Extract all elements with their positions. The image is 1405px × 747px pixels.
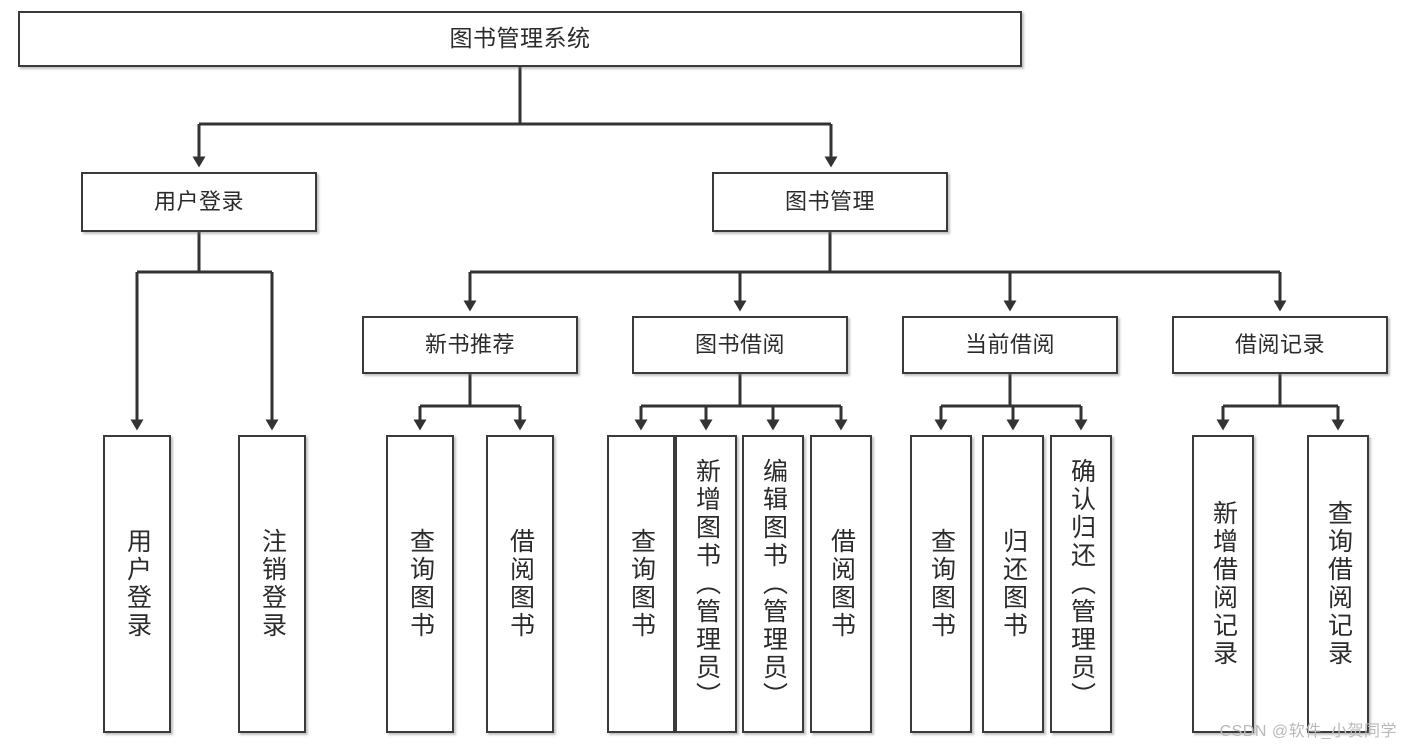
node-leaf-confirm-return-label: 确认归还（管理员）	[1067, 458, 1096, 710]
csdn-watermark: CSDN @软件_小贺同学	[1219, 723, 1397, 740]
node-leaf-add-book-label: 新增图书（管理员）	[692, 458, 721, 710]
node-leaf-confirm-return[interactable]: 确认归还（管理员）	[1050, 435, 1112, 733]
node-root-label: 图书管理系统	[449, 25, 591, 52]
node-current-borrow[interactable]: 当前借阅	[902, 316, 1118, 374]
node-leaf-borrow-book-2[interactable]: 借阅图书	[810, 435, 872, 733]
node-leaf-add-record[interactable]: 新增借阅记录	[1192, 435, 1254, 733]
node-new-book-recommend[interactable]: 新书推荐	[362, 316, 578, 374]
node-leaf-return-book[interactable]: 归还图书	[982, 435, 1044, 733]
node-leaf-return-book-label: 归还图书	[999, 528, 1028, 640]
node-leaf-borrow-book-2-label: 借阅图书	[827, 528, 856, 640]
node-leaf-user-logout-label: 注销登录	[258, 528, 287, 640]
node-leaf-add-record-label: 新增借阅记录	[1209, 500, 1238, 668]
node-leaf-borrow-book-1-label: 借阅图书	[506, 528, 535, 640]
node-user-login-label: 用户登录	[153, 189, 244, 215]
node-leaf-user-logout[interactable]: 注销登录	[238, 435, 306, 733]
node-leaf-query-book-1-label: 查询图书	[406, 528, 435, 640]
node-leaf-query-book-3-label: 查询图书	[927, 528, 956, 640]
node-book-manage-label: 图书管理	[784, 189, 875, 215]
node-leaf-query-record-label: 查询借阅记录	[1324, 500, 1353, 668]
node-leaf-edit-book-label: 编辑图书（管理员）	[759, 458, 788, 710]
node-leaf-query-book-2[interactable]: 查询图书	[607, 435, 675, 733]
node-leaf-query-book-3[interactable]: 查询图书	[910, 435, 972, 733]
node-leaf-query-book-2-label: 查询图书	[627, 528, 656, 640]
node-borrow-record-label: 借阅记录	[1234, 332, 1325, 358]
node-root[interactable]: 图书管理系统	[18, 11, 1022, 67]
node-book-borrow-label: 图书借阅	[694, 332, 785, 358]
node-leaf-user-login[interactable]: 用户登录	[103, 435, 171, 733]
node-current-borrow-label: 当前借阅	[964, 332, 1055, 358]
node-borrow-record[interactable]: 借阅记录	[1172, 316, 1388, 374]
node-leaf-edit-book[interactable]: 编辑图书（管理员）	[742, 435, 804, 733]
node-book-borrow[interactable]: 图书借阅	[632, 316, 848, 374]
node-user-login[interactable]: 用户登录	[81, 172, 317, 232]
node-book-manage[interactable]: 图书管理	[712, 172, 948, 232]
node-leaf-borrow-book-1[interactable]: 借阅图书	[486, 435, 554, 733]
node-leaf-query-book-1[interactable]: 查询图书	[386, 435, 454, 733]
node-new-book-recommend-label: 新书推荐	[424, 332, 515, 358]
node-leaf-add-book[interactable]: 新增图书（管理员）	[675, 435, 737, 733]
node-leaf-query-record[interactable]: 查询借阅记录	[1307, 435, 1369, 733]
node-leaf-user-login-label: 用户登录	[123, 528, 152, 640]
